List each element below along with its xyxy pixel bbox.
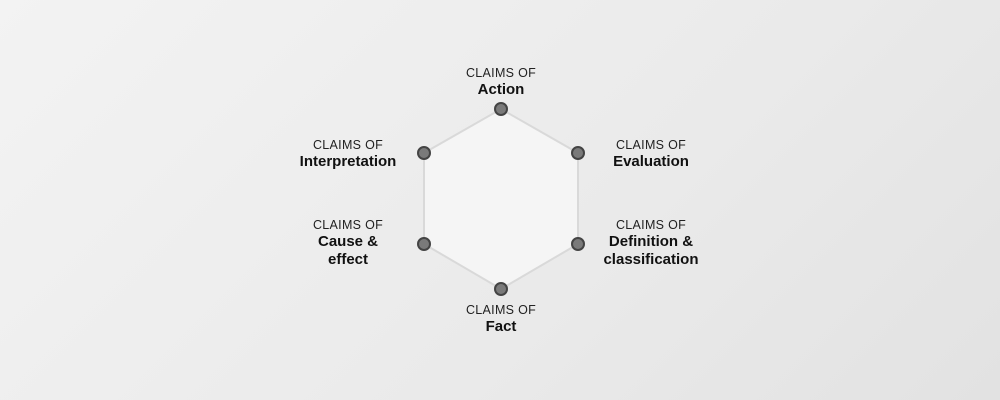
node-fact-dot bbox=[494, 282, 508, 296]
node-interpretation-dot bbox=[417, 146, 431, 160]
node-cause-dot bbox=[417, 237, 431, 251]
node-prefix: CLAIMS OF bbox=[312, 138, 384, 152]
hexagon-shape bbox=[423, 107, 579, 291]
node-name: Cause & effect bbox=[317, 233, 379, 268]
node-prefix: CLAIMS OF bbox=[465, 66, 537, 80]
node-prefix: CLAIMS OF bbox=[312, 218, 384, 232]
node-evaluation-dot bbox=[571, 146, 585, 160]
node-name: Action bbox=[477, 81, 525, 98]
node-fact-label: CLAIMS OF Fact bbox=[411, 303, 591, 336]
node-cause-label: CLAIMS OF Cause & effect bbox=[258, 218, 438, 269]
node-name: Fact bbox=[485, 318, 517, 335]
node-name: Definition & classification bbox=[603, 233, 699, 268]
node-definition-dot bbox=[571, 237, 585, 251]
node-evaluation-label: CLAIMS OF Evaluation bbox=[561, 138, 741, 171]
node-prefix: CLAIMS OF bbox=[465, 303, 537, 317]
node-action-dot bbox=[494, 102, 508, 116]
node-interpretation-label: CLAIMS OF Interpretation bbox=[258, 138, 438, 171]
node-name: Evaluation bbox=[613, 153, 689, 170]
node-definition-label: CLAIMS OF Definition & classification bbox=[561, 218, 741, 269]
node-prefix: CLAIMS OF bbox=[615, 138, 687, 152]
node-action-label: CLAIMS OF Action bbox=[411, 66, 591, 99]
node-prefix: CLAIMS OF bbox=[615, 218, 687, 232]
node-name: Interpretation bbox=[299, 153, 397, 170]
